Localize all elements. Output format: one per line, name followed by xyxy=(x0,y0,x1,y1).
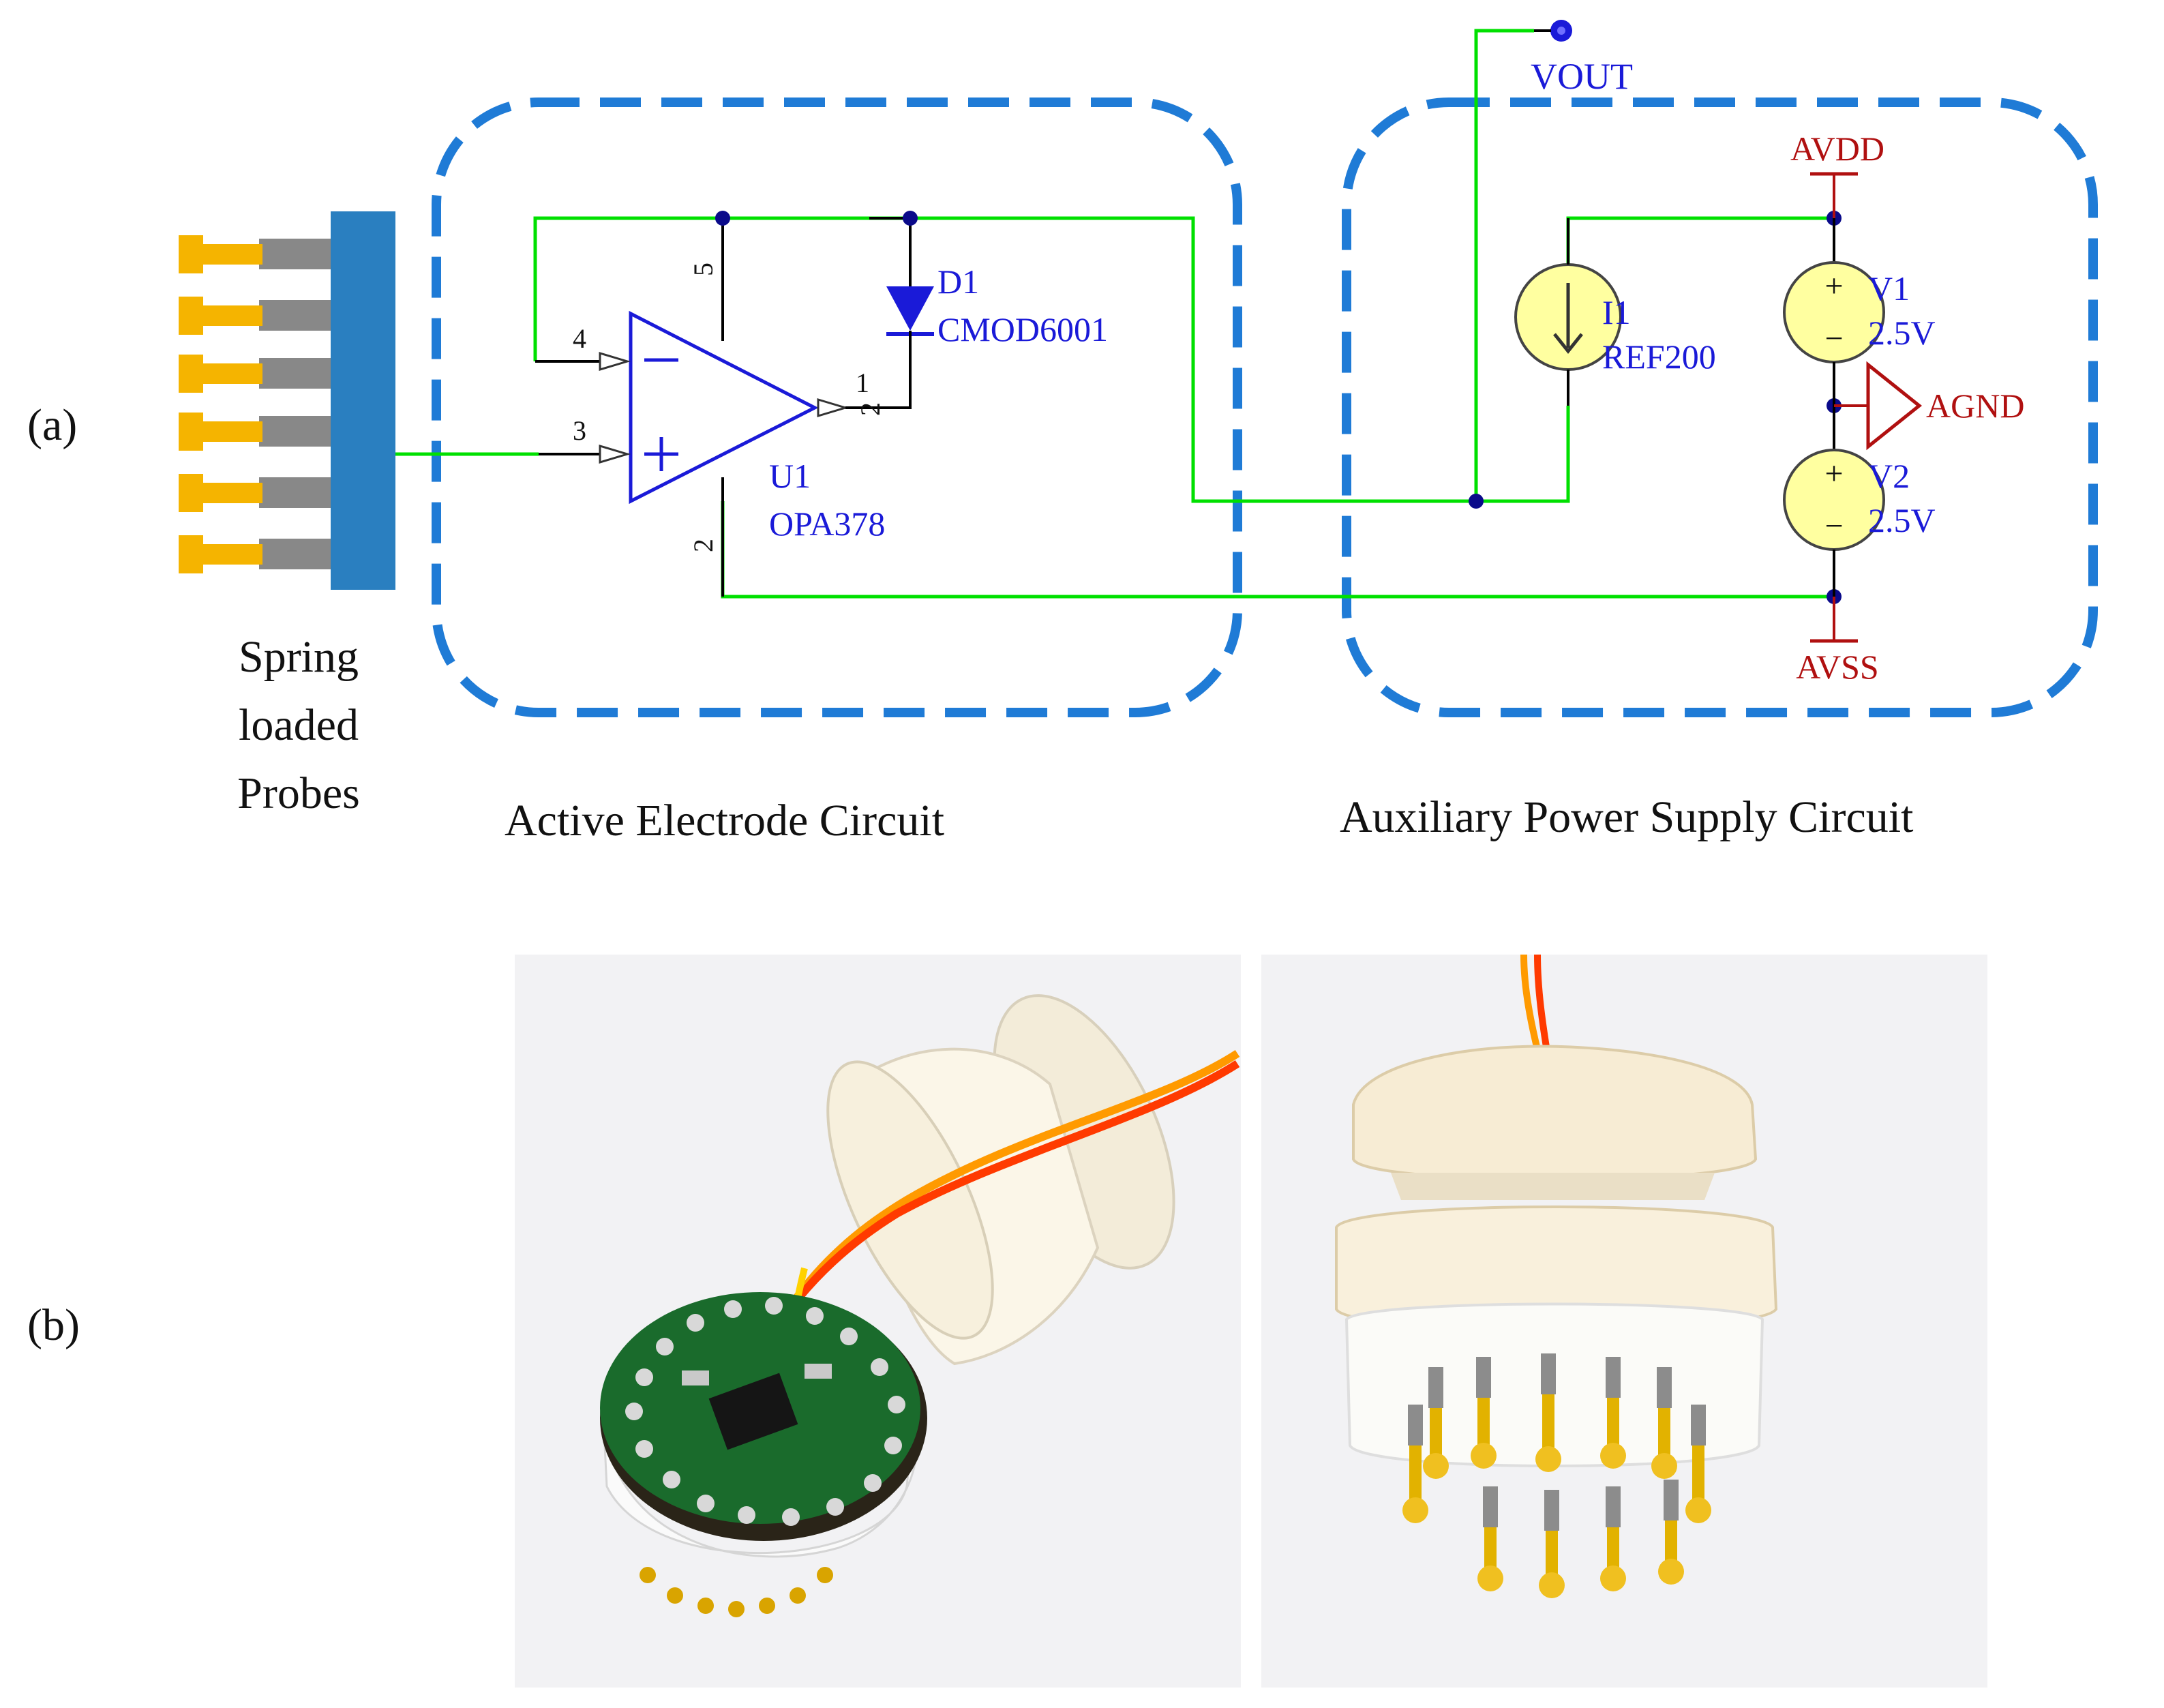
spring-probes-graphic xyxy=(179,211,395,590)
svg-text:−: − xyxy=(1824,508,1843,544)
junction-dot xyxy=(715,211,730,226)
active-electrode-box xyxy=(432,98,1242,717)
probe-label-line3: Probes xyxy=(237,768,360,818)
v2-value: 2.5V xyxy=(1868,501,1936,539)
agnd-triangle-icon xyxy=(1866,361,1923,451)
opamp-ref: U1 xyxy=(769,457,811,495)
wire-source-bottom xyxy=(1476,406,1570,503)
probe-4 xyxy=(179,413,331,451)
cup-groove xyxy=(1391,1173,1715,1200)
current-source-i1 xyxy=(1514,218,1622,406)
diode-ref: D1 xyxy=(937,263,979,301)
puck-base xyxy=(602,1418,918,1558)
pin-label-3: 3 xyxy=(573,415,586,446)
avdd-symbol xyxy=(1810,172,1858,218)
panel-label-a: (a) xyxy=(27,400,77,450)
cup-top xyxy=(1352,1045,1758,1181)
pcb-chip xyxy=(708,1373,798,1450)
avdd-label: AVDD xyxy=(1790,130,1884,168)
probe-6 xyxy=(179,535,331,573)
photo-left-background xyxy=(515,955,1241,1688)
wire-vout xyxy=(1474,29,1534,501)
source-ref: I1 xyxy=(1602,293,1631,331)
pcb-smd xyxy=(805,1364,832,1379)
avss-label: AVSS xyxy=(1796,648,1878,686)
opamp-part: OPA378 xyxy=(769,505,885,543)
pcb-smd xyxy=(682,1370,709,1385)
photo-assembled-electrode xyxy=(1261,954,1987,1688)
agnd-label: AGND xyxy=(1926,387,2024,425)
voltage-source-v1: + − xyxy=(1783,218,1885,406)
probe-label-line1: Spring xyxy=(239,632,359,682)
pin-label-5: 5 xyxy=(688,263,719,276)
junction-dot xyxy=(1469,494,1484,509)
diode-part: CMOD6001 xyxy=(937,310,1108,348)
probe-3 xyxy=(179,355,331,393)
v1-ref: V1 xyxy=(1868,269,1910,308)
v1-value: 2.5V xyxy=(1868,314,1936,352)
probe-label-line2: loaded xyxy=(239,700,359,750)
probe-1 xyxy=(179,235,331,273)
svg-text:+: + xyxy=(1824,455,1843,492)
voltage-source-v2: + − xyxy=(1783,406,1885,597)
vout-label: VOUT xyxy=(1531,56,1633,97)
svg-text:−: − xyxy=(1824,320,1843,357)
diode-triangle xyxy=(886,286,934,331)
wire-top-rail xyxy=(533,216,1473,503)
source-part: REF200 xyxy=(1602,338,1716,376)
photo-disassembled-electrode xyxy=(515,955,1241,1688)
aux-power-box xyxy=(1342,98,2098,717)
pcb-pads xyxy=(625,1297,905,1526)
avss-symbol xyxy=(1810,597,1858,643)
pin-label-4: 4 xyxy=(573,323,586,354)
pin1-lead xyxy=(845,341,912,409)
diode-pin-label-2: 2 xyxy=(855,402,886,416)
aux-section-title: Auxiliary Power Supply Circuit xyxy=(1340,792,1913,842)
svg-text:+: + xyxy=(1824,268,1843,304)
agnd-symbol xyxy=(1834,361,1923,451)
active-section-title: Active Electrode Circuit xyxy=(505,796,944,845)
pogo-pin-heads xyxy=(640,1567,833,1617)
pin-label-2: 2 xyxy=(688,539,719,552)
opamp-triangle xyxy=(629,310,819,505)
pogo-pins xyxy=(1402,1353,1711,1598)
wire-bottom-rail xyxy=(721,501,1834,599)
panel-label-b: (b) xyxy=(27,1300,80,1350)
current-arrow-icon xyxy=(1553,333,1583,355)
junction-dot xyxy=(903,211,918,226)
probe-5 xyxy=(179,474,331,512)
pin-label-1: 1 xyxy=(856,368,869,398)
v2-ref: V2 xyxy=(1868,457,1910,495)
diode-d1 xyxy=(869,217,934,341)
probe-2 xyxy=(179,297,331,335)
opamp-u1 xyxy=(535,218,912,597)
probe-connector-bar xyxy=(331,211,395,590)
